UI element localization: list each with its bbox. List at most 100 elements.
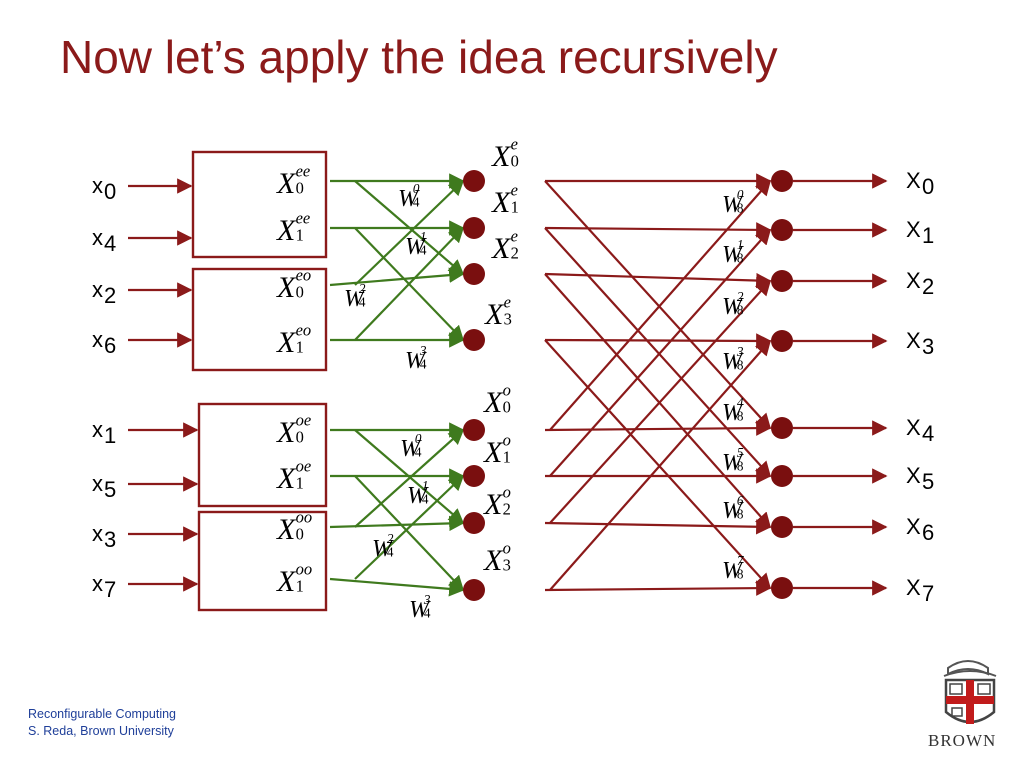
twiddle-w8-0-base: W — [722, 192, 744, 218]
box-output-label-5-sup: oe — [296, 457, 312, 476]
box-output-label-0-sub: 0 — [296, 179, 304, 198]
output-label-1-base: X — [906, 217, 921, 242]
twiddle-w4-4-sup: 0 — [415, 431, 422, 446]
twiddle-w8-6-sup: 6 — [737, 493, 744, 508]
slide-title: Now let’s apply the idea recursively — [60, 31, 778, 83]
stage3-straight-6 — [544, 519, 772, 535]
stage3-cross-up-1 — [549, 228, 772, 477]
twiddle-w8-3-sup: 3 — [736, 344, 744, 359]
twiddle-w4-3-sup: 3 — [419, 343, 427, 358]
stage2-cross-5-7 — [354, 475, 465, 592]
input-label-5-sub: 5 — [104, 477, 116, 502]
output-label-6-sub: 6 — [922, 520, 934, 545]
box-output-label-1-base: X — [276, 214, 297, 247]
twiddle-w8-7: W78 — [722, 553, 745, 584]
twiddle-w8-3-base: W — [722, 349, 744, 375]
box-output-label-2-base: X — [276, 271, 297, 304]
input-label-3-base: x — [92, 327, 103, 352]
input-label-2-sub: 2 — [104, 283, 116, 308]
input-label-0-sub: 0 — [104, 179, 116, 204]
output-label-3-sub: 3 — [922, 334, 934, 359]
output-node-3 — [771, 330, 793, 352]
stage2-node-6 — [463, 512, 485, 534]
stage3-straight-2 — [544, 272, 772, 289]
box-output-label-7-base: X — [276, 565, 297, 598]
twiddle-w8-0-sub: 8 — [737, 200, 744, 215]
box-output-label-5-sub: 1 — [296, 474, 304, 493]
twiddle-w8-4-sub: 8 — [737, 408, 744, 423]
stage2-cross-3-1 — [354, 226, 465, 341]
box-output-label-3-sub: 1 — [296, 338, 304, 357]
stage3-cross-up-0 — [549, 179, 772, 431]
twiddle-w8-3-sub: 8 — [737, 357, 744, 372]
output-node-7 — [771, 577, 793, 599]
output-node-5 — [771, 465, 793, 487]
box-output-label-0-sup: ee — [296, 162, 311, 181]
twiddle-w4-7-sup: 3 — [423, 592, 431, 607]
output-label-6-base: X — [906, 514, 921, 539]
footer-course: Reconfigurable Computing — [28, 707, 177, 721]
mid-label-2-sub: 2 — [511, 244, 519, 263]
footer-author: S. Reda, Brown University — [28, 724, 174, 738]
input-label-1-base: x — [92, 225, 103, 250]
stage2-node-3 — [463, 329, 485, 351]
logo-text: BROWN — [928, 731, 996, 750]
twiddle-w8-5-sup: 5 — [737, 445, 744, 460]
stage3-straight-1 — [544, 222, 772, 238]
twiddle-w8-7-sub: 8 — [737, 566, 744, 581]
stage2-node-1 — [463, 217, 485, 239]
stage3-cross-down-3 — [544, 339, 772, 590]
stage2-cross-6-4 — [354, 428, 465, 528]
mid-label-5-base: X — [483, 436, 504, 469]
output-label-7-sub: 7 — [922, 581, 934, 606]
twiddle-w4-2-sub: 4 — [359, 294, 366, 309]
stage2-node-7 — [463, 579, 485, 601]
twiddle-w8-1-sup: 1 — [737, 237, 744, 252]
box-output-label-6-sub: 0 — [296, 525, 304, 544]
mid-label-1-sub: 1 — [511, 198, 519, 217]
output-label-0-sub: 0 — [922, 174, 934, 199]
twiddle-w8-4-base: W — [722, 400, 744, 426]
twiddle-w4-1: W14 — [405, 229, 427, 260]
input-label-1-sub: 4 — [104, 231, 116, 256]
twiddle-w4-7: W34 — [409, 592, 431, 623]
output-label-2-sub: 2 — [922, 274, 934, 299]
twiddle-w8-6-base: W — [722, 498, 744, 524]
box-output-label-2-sup: eo — [296, 266, 312, 285]
twiddle-w4-2-sup: 2 — [359, 281, 366, 296]
twiddle-w8-5-sub: 8 — [737, 458, 744, 473]
input-label-4-base: x — [92, 417, 103, 442]
output-node-0 — [771, 170, 793, 192]
twiddle-w8-2: W28 — [722, 289, 744, 320]
twiddle-w4-7-base: W — [409, 597, 431, 623]
mid-label-1-base: X — [491, 186, 512, 219]
output-label-7-base: X — [906, 575, 921, 600]
twiddle-w4-5-sup: 1 — [422, 478, 429, 493]
box-output-label-5-base: X — [276, 462, 297, 495]
stage2-node-2 — [463, 263, 485, 285]
stage3-straight-4 — [544, 420, 772, 436]
mid-label-3-sub: 3 — [504, 310, 512, 329]
stage2-straight-7 — [329, 577, 465, 597]
mid-label-2-sup: e — [511, 227, 518, 246]
box-output-label-6-sup: oo — [296, 508, 313, 527]
dft-box-1 — [191, 267, 328, 372]
dft-box-3 — [197, 510, 328, 612]
twiddle-w4-6: W24 — [372, 531, 394, 562]
footer: Reconfigurable Computing S. Reda, Brown … — [28, 706, 176, 740]
